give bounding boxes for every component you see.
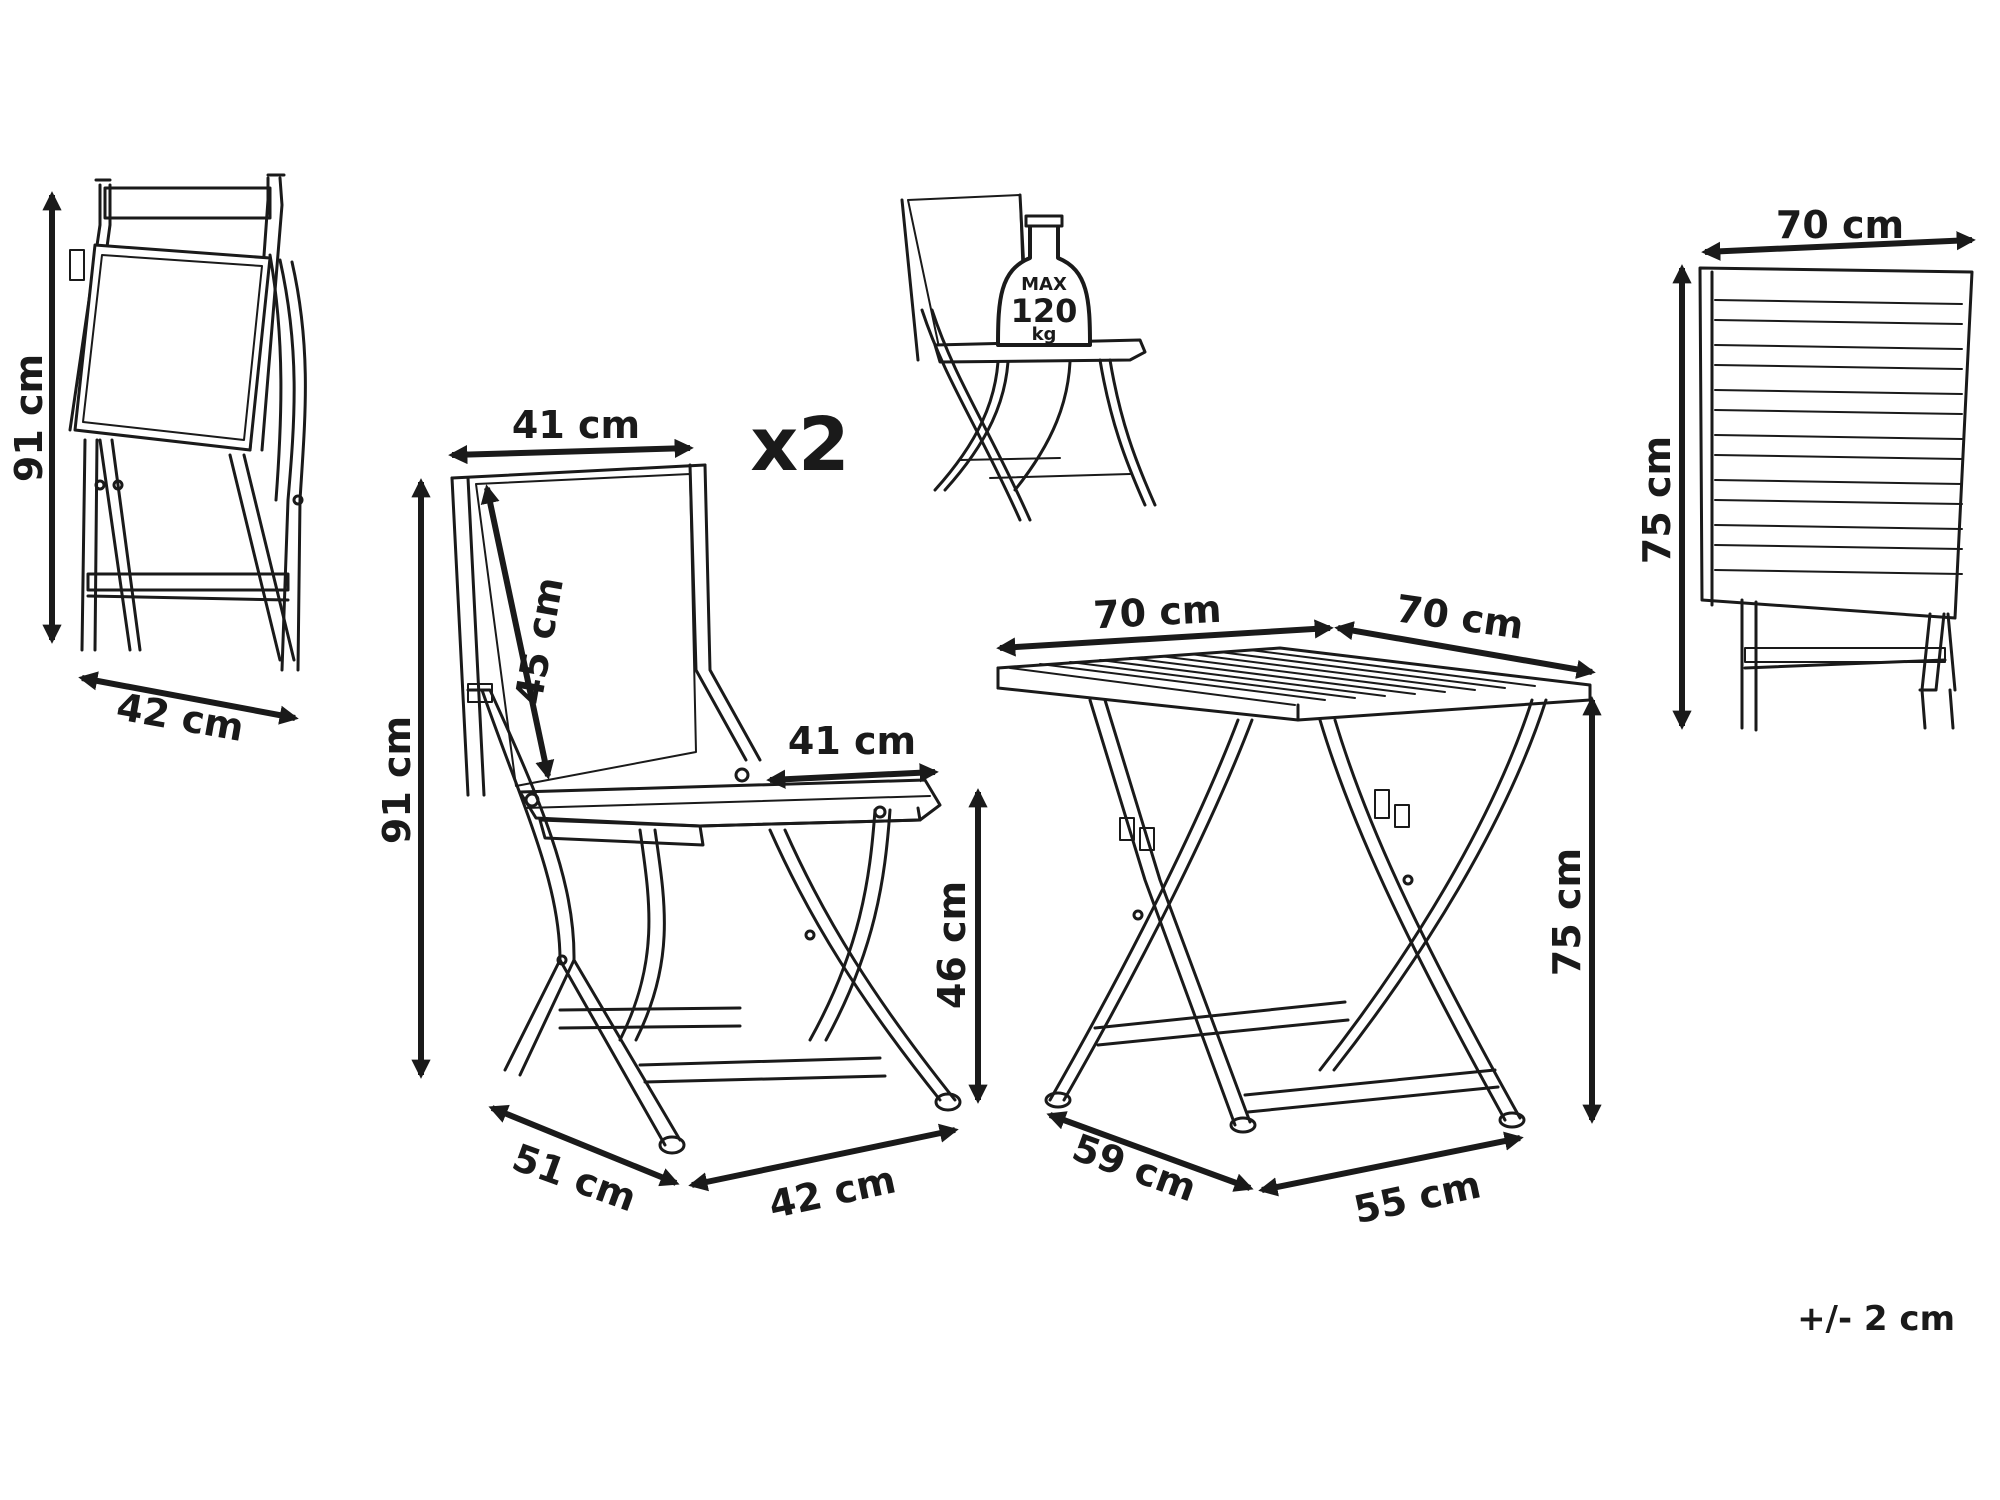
folded-table-width-label: 70 cm [1776,203,1904,247]
folded-table-width-dimension [1701,231,1976,261]
folded-chair-height-label: 91 cm [7,354,51,482]
table-height-label: 75 cm [1545,848,1589,976]
chair-back-height-dimension [480,484,555,780]
chair-base-width-dimension [688,1123,959,1192]
load-badge-max: MAX [1021,274,1067,295]
load-capacity-illustration [900,193,1157,522]
folded-chair-depth-label: 42 cm [113,684,247,750]
folded-chair-drawing [68,173,307,672]
table-base-depth-label: 59 cm [1067,1125,1203,1210]
load-badge-weight: 120 [1011,292,1078,330]
folded-table-drawing [1698,266,1974,732]
chair-quantity-label: x2 [750,402,849,488]
table-top-width-dimension [996,619,1334,657]
tolerance-note: +/- 2 cm [1797,1299,1955,1339]
chair-seat-height-label: 46 cm [930,881,974,1009]
load-badge-unit: kg [1032,324,1057,345]
chair-base-depth-label: 51 cm [507,1135,643,1220]
table-top-width-label: 70 cm [1092,587,1222,638]
chair-total-height-label: 91 cm [375,716,419,844]
chair-back-width-label: 41 cm [512,403,640,447]
table-top-depth-dimension [1334,621,1596,679]
folded-table-height-label: 75 cm [1635,436,1679,564]
chair-back-width-dimension [448,438,694,465]
chair-back-height-label: 45 cm [506,574,572,708]
table-base-depth-dimension [1046,1111,1254,1192]
chair-drawing [450,463,962,1155]
folded-chair-depth-dimension [78,671,299,725]
chair-base-depth-dimension [488,1104,680,1187]
chair-seat-depth-dimension [766,763,939,789]
table-drawing [996,646,1592,1134]
table-base-width-label: 55 cm [1350,1162,1485,1232]
table-base-width-dimension [1258,1131,1524,1197]
chair-seat-depth-label: 41 cm [788,719,916,763]
